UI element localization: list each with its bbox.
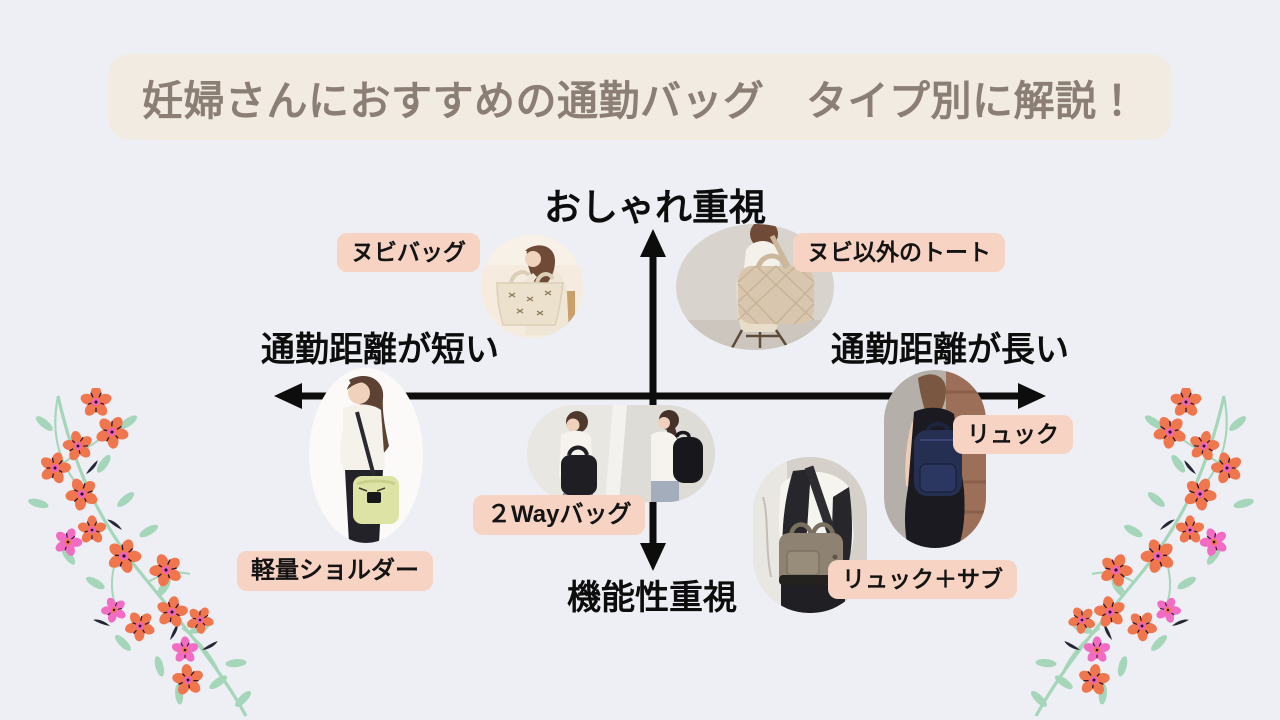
shoulder-bag-illustration: [309, 368, 423, 543]
photo-light-shoulder-bag: [309, 368, 423, 543]
photo-rucksack: [884, 370, 986, 548]
bag-label-light-shoulder: 軽量ショルダー: [237, 551, 433, 591]
axis-label-style: おしゃれ重視: [544, 187, 766, 228]
bag-label-rucksack-sub: リュック＋サブ: [828, 560, 1017, 599]
flower-branch-icon: [22, 388, 254, 720]
axis-label-short-commute: 通勤距離が短い: [261, 331, 499, 369]
rucksack-illustration: [884, 370, 986, 548]
axis-label-long-commute: 通勤距離が長い: [831, 331, 1069, 369]
two-way-bag-illustration: [527, 405, 715, 502]
bag-label-rucksack: リュック: [953, 415, 1073, 454]
bag-label-2way: ２Wayバッグ: [473, 495, 646, 535]
photo-2way-bag: [527, 405, 715, 502]
bag-label-tote-other: ヌビ以外のトート: [793, 233, 1005, 272]
axis-label-function: 機能性重視: [567, 579, 737, 617]
bag-label-nubi: ヌビバッグ: [337, 233, 480, 272]
flower-decoration-left: [22, 388, 254, 720]
title-banner: 妊婦さんにおすすめの通勤バッグ タイプ別に解説！: [108, 54, 1172, 140]
page-title: 妊婦さんにおすすめの通勤バッグ タイプ別に解説！: [142, 78, 1138, 124]
